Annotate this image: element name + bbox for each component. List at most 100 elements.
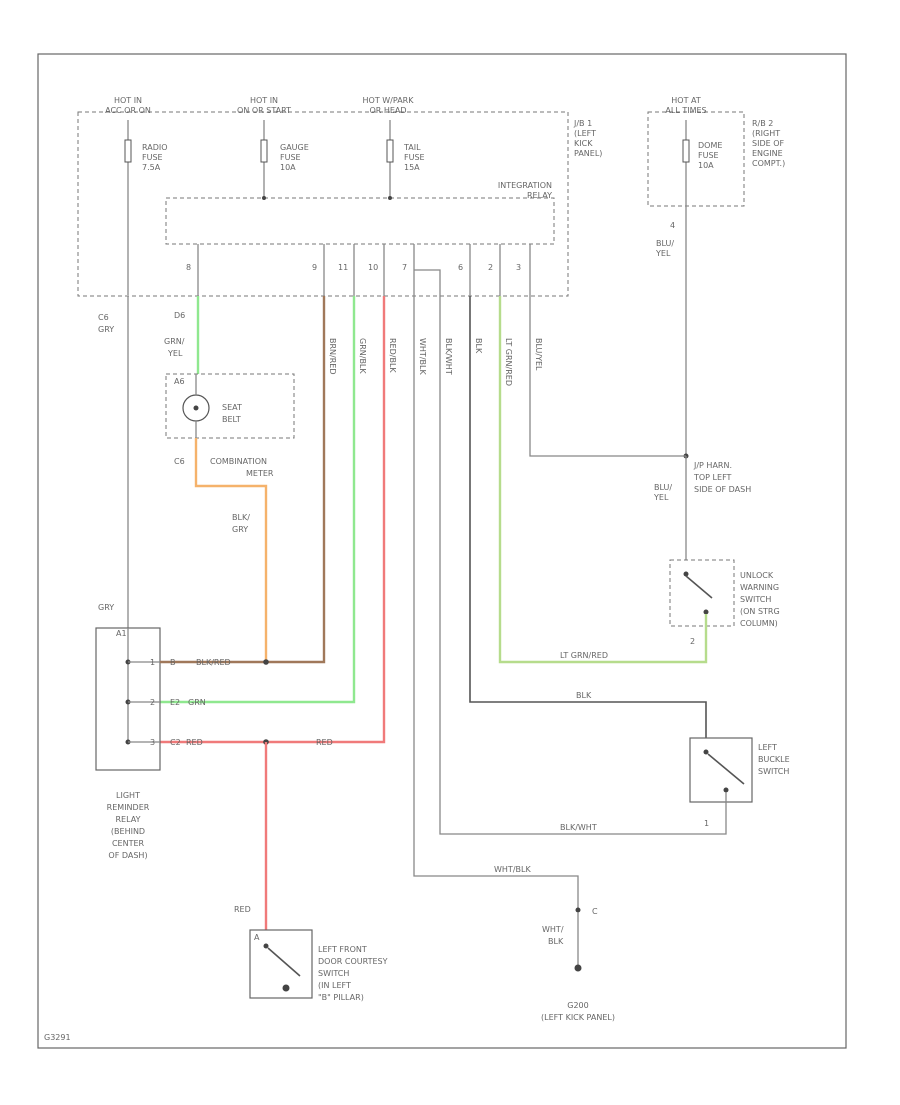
grn-yel-line1: GRN/ — [164, 337, 185, 346]
pin-1-buckle: 1 — [704, 819, 709, 828]
v-label-red-blk: RED/BLK — [388, 338, 397, 373]
hot-acc-line2: ACC OR ON — [105, 106, 151, 115]
door-switch-line4: (IN LEFT — [318, 981, 351, 990]
blu-yel-mid-1: BLU/ — [654, 483, 672, 492]
door-courtesy-switch-box — [249, 929, 313, 999]
hot-acc-line1: HOT IN — [114, 96, 142, 105]
v-label-blk-wht: BLK/WHT — [444, 338, 453, 375]
rb2-label-line2: (RIGHT — [752, 129, 780, 138]
light-reminder-line2: REMINDER — [107, 803, 150, 812]
light-reminder-line4: (BEHIND — [111, 827, 145, 836]
combination-meter-line2: METER — [246, 469, 274, 478]
wire-grn-label: GRN — [188, 698, 206, 707]
combination-meter-line1: COMBINATION — [210, 457, 267, 466]
pin-c6-meter: C6 — [174, 457, 185, 466]
wire-blk — [469, 296, 707, 738]
integration-relay-line2: RELAY — [527, 191, 552, 200]
relay-pin-3: 3 — [516, 263, 521, 272]
radio-fuse-line1: RADIO — [142, 143, 168, 152]
radio-fuse: RADIO FUSE 7.5A — [124, 120, 168, 295]
unlock-warning-switch-box — [669, 559, 735, 627]
pin-lr-3: 3 — [150, 738, 155, 747]
wire-lt-grn-red-label: LT GRN/RED — [560, 651, 608, 660]
gauge-fuse-line3: 10A — [280, 163, 296, 172]
c6-gry-line1: C6 — [98, 313, 109, 322]
door-switch-line5: "B" PILLAR) — [318, 993, 364, 1002]
wire-blk-gry — [194, 438, 268, 662]
v-label-lt-grn-red: LT GRN/RED — [504, 338, 513, 386]
hot-tail-line1: HOT W/PARK — [363, 96, 415, 105]
buckle-switch-line3: SWITCH — [758, 767, 789, 776]
door-switch-line2: DOOR COURTESY — [318, 957, 388, 966]
blu-yel-top-1: BLU/ — [656, 239, 674, 248]
relay-pin-10: 10 — [368, 263, 378, 272]
seat-belt-line1: SEAT — [222, 403, 242, 412]
gauge-fuse: GAUGE FUSE 10A — [260, 120, 309, 198]
jb1-label-line2: (LEFT — [574, 129, 596, 138]
rb2-label-line5: COMPT.) — [752, 159, 785, 168]
pin-a-door: A — [254, 933, 260, 942]
gauge-fuse-line1: GAUGE — [280, 143, 309, 152]
radio-fuse-line3: 7.5A — [142, 163, 161, 172]
pin-a6: A6 — [174, 377, 185, 386]
unlock-warning-line4: (ON STRG — [740, 607, 780, 616]
jb1-box — [77, 111, 569, 297]
blk-gry-line2: GRY — [232, 525, 248, 534]
gauge-fuse-line2: FUSE — [280, 153, 301, 162]
tail-fuse-line1: TAIL — [403, 143, 421, 152]
hot-all-times-line2: ALL TIMES — [665, 106, 706, 115]
blu-yel-mid-2: YEL — [653, 493, 669, 502]
relay-pin-11: 11 — [338, 263, 348, 272]
relay-pins: 8 9 11 10 7 6 2 3 — [186, 244, 531, 296]
relay-pin-8: 8 — [186, 263, 191, 272]
v-label-wht-blk: WHT/BLK — [418, 338, 427, 375]
light-reminder-line1: LIGHT — [116, 791, 140, 800]
light-reminder-line6: OF DASH) — [108, 851, 147, 860]
dome-fuse-line1: DOME — [698, 141, 722, 150]
unlock-warning-line1: UNLOCK — [740, 571, 774, 580]
combination-meter-box — [165, 373, 295, 439]
ground-line1: G200 — [567, 1001, 588, 1010]
jp-harness-line1: J/P HARN. — [693, 461, 732, 470]
v-label-blk: BLK — [474, 338, 483, 354]
door-switch-line1: LEFT FRONT — [318, 945, 367, 954]
door-switch-ground-icon — [282, 984, 290, 992]
radio-fuse-line2: FUSE — [142, 153, 163, 162]
unlock-warning-line2: WARNING — [740, 583, 779, 592]
ground-icon — [574, 964, 582, 972]
v-label-grn-blk: GRN/BLK — [358, 338, 367, 374]
tail-fuse: TAIL FUSE 15A — [386, 120, 425, 198]
v-label-brn-red: BRN/RED — [328, 338, 337, 375]
vertical-wire-labels: BRN/RED GRN/BLK RED/BLK WHT/BLK BLK/WHT … — [328, 338, 543, 386]
wire-red-left-label: RED — [186, 738, 203, 747]
ground-connector — [575, 907, 581, 913]
wire-wht-blk-label: WHT/BLK — [494, 865, 531, 874]
wire-brn-red — [266, 296, 326, 664]
hot-on-line1: HOT IN — [250, 96, 278, 105]
unlock-warning-line3: SWITCH — [740, 595, 771, 604]
relay-pin-9: 9 — [312, 263, 317, 272]
dome-fuse-line2: FUSE — [698, 151, 719, 160]
diagram-frame — [37, 53, 847, 1049]
rb2-label-line4: ENGINE — [752, 149, 783, 158]
unlock-switch-contact — [685, 575, 713, 599]
rb2-box — [647, 111, 745, 207]
relay-pin-2: 2 — [488, 263, 493, 272]
buckle-switch-line1: LEFT — [758, 743, 777, 752]
wire-grn-blk — [160, 296, 356, 704]
pin-lr-1: 1 — [150, 658, 155, 667]
hot-tail-line2: OR HEAD — [369, 106, 406, 115]
pin-c-ground: C — [592, 907, 598, 916]
relay-pin-7: 7 — [402, 263, 407, 272]
jp-harness-line3: SIDE OF DASH — [694, 485, 751, 494]
wht-blk2-line1: WHT/ — [542, 925, 564, 934]
pin-c2-lr: C2 — [170, 738, 181, 747]
jb1-label-line4: PANEL) — [574, 149, 602, 158]
tail-fuse-line2: FUSE — [404, 153, 425, 162]
pin-b-lr: B — [170, 658, 176, 667]
hot-on-line2: ON OR START — [237, 106, 291, 115]
buckle-switch-box — [689, 737, 753, 803]
light-reminder-line3: RELAY — [116, 815, 141, 824]
light-reminder-line5: CENTER — [112, 839, 145, 848]
